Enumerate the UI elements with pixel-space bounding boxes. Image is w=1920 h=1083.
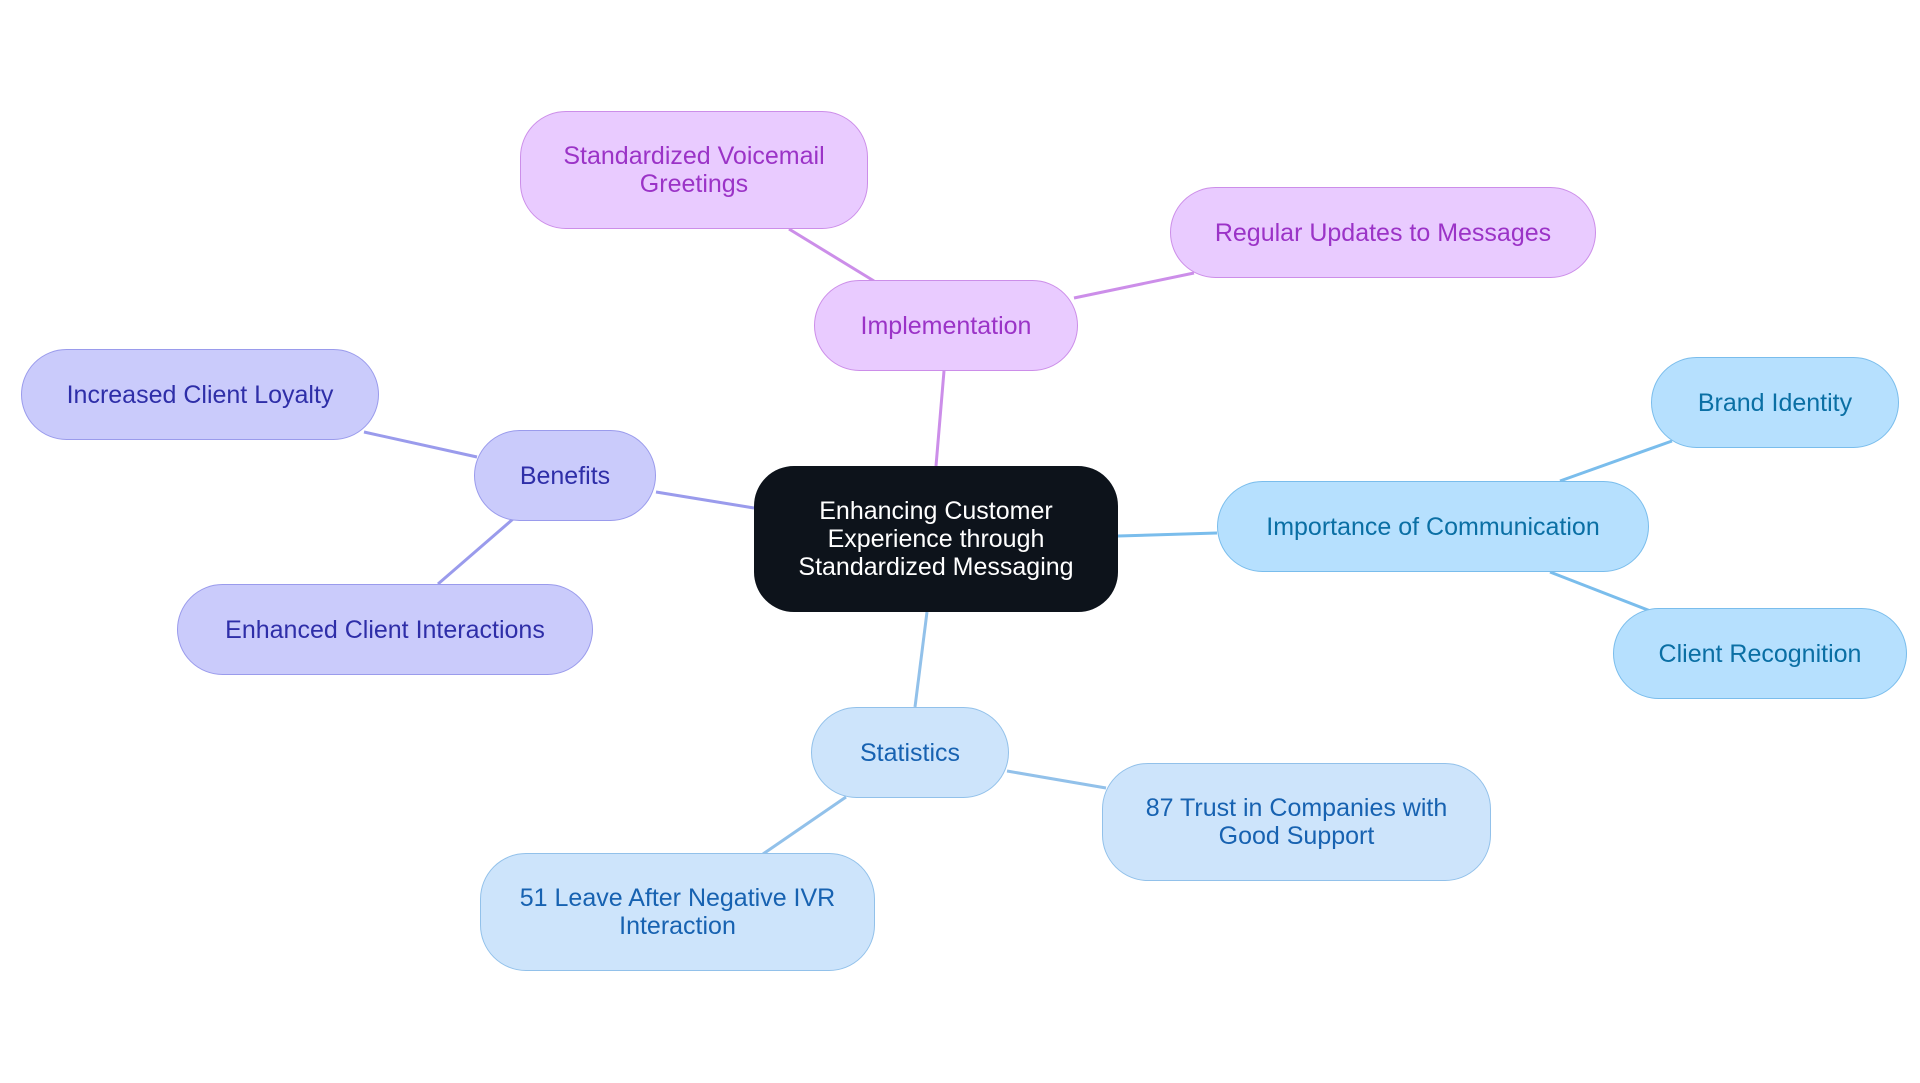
enhanced-interactions-label: Enhanced Client Interactions — [225, 615, 545, 644]
edge-implementation-updates — [1073, 271, 1195, 300]
edge-root-statistics — [913, 611, 929, 708]
enhanced-interactions-node: Enhanced Client Interactions — [177, 584, 593, 675]
leave-stat-line-1: 51 Leave After Negative IVR — [519, 884, 836, 912]
edge-benefits-interactions — [437, 517, 514, 586]
regular-updates-label: Regular Updates to Messages — [1214, 218, 1552, 247]
importance-of-communication-label: Importance of Communication — [1266, 512, 1600, 541]
edge-implementation-voicemail — [788, 227, 875, 283]
leave-stat-line-2: Interaction — [619, 912, 736, 940]
edge-root-implementation — [934, 370, 946, 467]
edge-root-benefits — [655, 490, 755, 510]
client-recognition-node: Client Recognition — [1613, 608, 1907, 699]
implementation-label: Implementation — [860, 311, 1032, 340]
trust-stat-line-2: Good Support — [1218, 822, 1375, 850]
edge-communication-brand — [1559, 439, 1673, 483]
edge-statistics-87 — [1006, 769, 1107, 790]
statistics-label: Statistics — [859, 738, 961, 767]
trust-stat-line-1: 87 Trust in Companies with — [1145, 794, 1448, 822]
edge-benefits-loyalty — [363, 430, 478, 459]
implementation-node: Implementation — [814, 280, 1078, 371]
statistics-node: Statistics — [811, 707, 1009, 798]
client-recognition-label: Client Recognition — [1658, 639, 1862, 668]
root-line-1: Enhancing Customer — [819, 497, 1053, 525]
standardized-voicemail-line-1: Standardized Voicemail — [563, 142, 825, 170]
edge-statistics-51 — [762, 795, 847, 856]
importance-of-communication-node: Importance of Communication — [1217, 481, 1649, 572]
root-line-3: Standardized Messaging — [798, 553, 1074, 581]
root-node: Enhancing Customer Experience through St… — [754, 466, 1118, 612]
leave-stat-node: 51 Leave After Negative IVR Interaction — [480, 853, 875, 971]
brand-identity-node: Brand Identity — [1651, 357, 1899, 448]
standardized-voicemail-line-2: Greetings — [639, 170, 749, 198]
increased-loyalty-label: Increased Client Loyalty — [66, 380, 334, 409]
root-line-2: Experience through — [827, 525, 1045, 553]
regular-updates-node: Regular Updates to Messages — [1170, 187, 1596, 278]
edge-communication-recognition — [1549, 570, 1654, 614]
brand-identity-label: Brand Identity — [1697, 388, 1853, 417]
standardized-voicemail-node: Standardized Voicemail Greetings — [520, 111, 868, 229]
benefits-node: Benefits — [474, 430, 656, 521]
benefits-label: Benefits — [519, 461, 611, 490]
edge-root-communication — [1117, 531, 1218, 538]
trust-stat-node: 87 Trust in Companies with Good Support — [1102, 763, 1491, 881]
increased-loyalty-node: Increased Client Loyalty — [21, 349, 379, 440]
